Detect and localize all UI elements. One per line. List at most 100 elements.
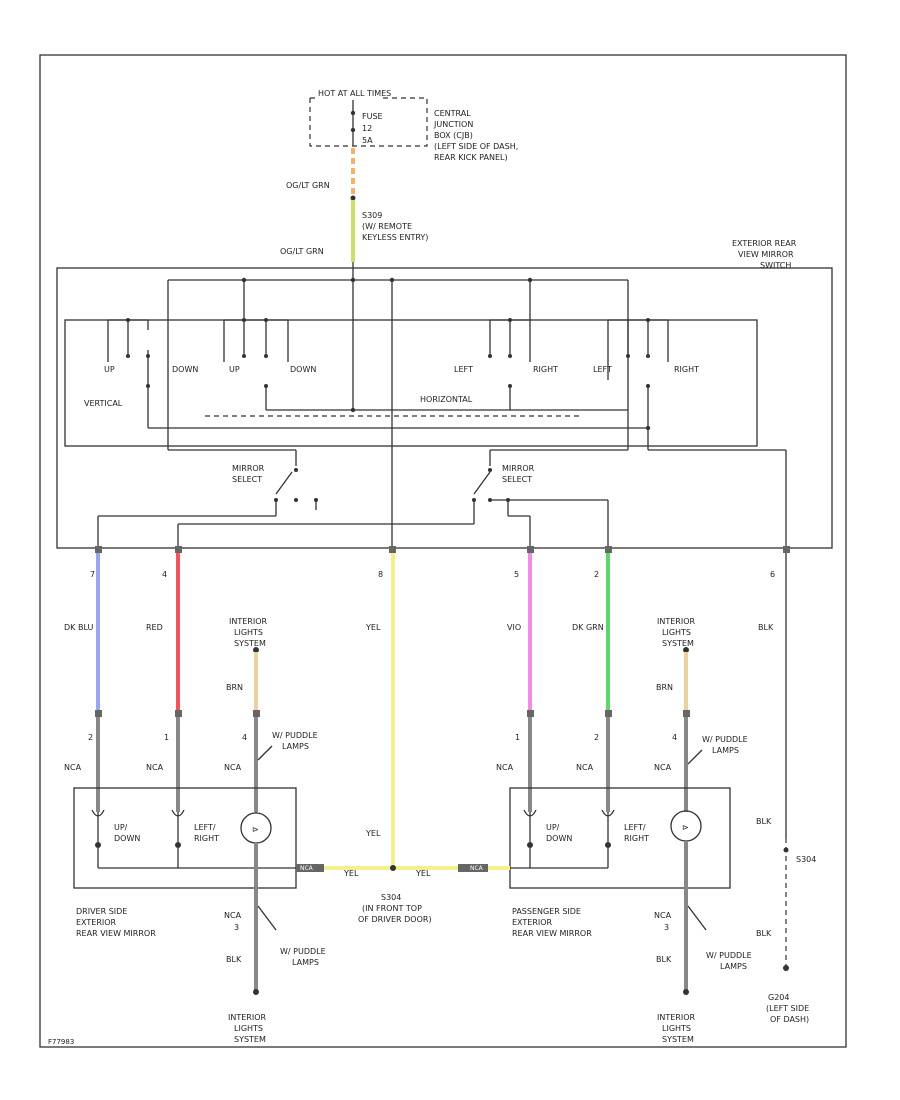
pin-small-right: 3 (664, 923, 669, 932)
ils-left-1: INTERIOR (229, 617, 268, 626)
wire-top-1: OG/LT GRN (286, 181, 330, 190)
ils-right-3: SYSTEM (662, 639, 694, 648)
pin-small-left: 3 (234, 923, 239, 932)
switch-connector: 7 4 8 5 2 6 (90, 546, 790, 579)
nca-6: NCA (654, 763, 672, 772)
mirror-switch: EXTERIOR REAR VIEW MIRROR SWITCH (56, 239, 833, 549)
pin-bottom-6: 4 (672, 733, 677, 742)
ils-left-2: LIGHTS (234, 628, 263, 637)
ils-bot-right-2: LIGHTS (662, 1024, 691, 1033)
nca-ref-left: NCA (300, 865, 314, 872)
wire-label-brn-right: BRN (656, 683, 673, 692)
cjb-line-1: CENTRAL (434, 109, 471, 118)
label-right-2: RIGHT (674, 365, 699, 374)
fuse-line-2: 12 (362, 124, 372, 133)
pin-top-4: 5 (514, 570, 519, 579)
switch-title-2: VIEW MIRROR (738, 250, 794, 259)
cjb-line-4: (LEFT SIDE OF DASH, (434, 142, 518, 151)
wire-label-brn-left: BRN (226, 683, 243, 692)
pass-mirror-1: PASSENGER SIDE (512, 907, 581, 916)
pass-left-right-1: LEFT/ (624, 823, 646, 832)
cjb-line-3: BOX (CJB) (434, 131, 473, 140)
wire-label-dk-grn: DK GRN (572, 623, 604, 632)
puddle-top-left-2: LAMPS (282, 742, 309, 751)
ground-loc-2: (LEFT SIDE (766, 1004, 809, 1013)
puddle-bot-right-2: LAMPS (720, 962, 747, 971)
nca-5: NCA (576, 763, 594, 772)
blk-left: BLK (226, 955, 242, 964)
splice-top-3: KEYLESS ENTRY) (362, 233, 428, 242)
pin-top-2: 4 (162, 570, 167, 579)
wire-label-red: RED (146, 623, 163, 632)
pass-left-right-2: RIGHT (624, 834, 649, 843)
wire-label-vio: VIO (507, 623, 521, 632)
driver-left-right-2: RIGHT (194, 834, 219, 843)
fuse-box: HOT AT ALL TIMES FUSE 12 5A CENTRAL JUNC… (309, 89, 518, 162)
nca-ref-right: NCA (470, 865, 484, 872)
ils-left-3: SYSTEM (234, 639, 266, 648)
fuse-line-1: FUSE (362, 112, 383, 121)
blk-ground-2: BLK (756, 929, 772, 938)
label-left-1: LEFT (454, 365, 473, 374)
pin-bottom-1: 2 (88, 733, 93, 742)
ils-bot-left-3: SYSTEM (234, 1035, 266, 1044)
pin-bottom-2: 1 (164, 733, 169, 742)
label-down-1: DOWN (172, 365, 198, 374)
nca-4: NCA (496, 763, 514, 772)
yel-label-left: YEL (343, 869, 359, 878)
splice-bottom-1: S304 (381, 893, 401, 902)
puddle-top-right-2: LAMPS (712, 746, 739, 755)
ils-bot-left-1: INTERIOR (228, 1013, 267, 1022)
label-down-2: DOWN (290, 365, 316, 374)
passenger-lamp-symbol: ⊳ (682, 823, 689, 832)
switch-title-1: EXTERIOR REAR (732, 239, 797, 248)
nca-3: NCA (224, 763, 242, 772)
diagram-frame (39, 54, 847, 1048)
passenger-mirror: UP/ DOWN LEFT/ RIGHT ⊳ (509, 787, 731, 889)
puddle-bot-left-1: W/ PUDDLE (280, 947, 326, 956)
driver-lamp-symbol: ⊳ (252, 825, 259, 834)
pass-up-down-2: DOWN (546, 834, 572, 843)
wire-label-yel: YEL (365, 623, 381, 632)
label-up-2: UP (229, 365, 240, 374)
driver-mirror-1: DRIVER SIDE (76, 907, 127, 916)
nca-2: NCA (146, 763, 164, 772)
label-right-1: RIGHT (533, 365, 558, 374)
mirror-select-left-2: SELECT (232, 475, 262, 484)
pass-mirror-3: REAR VIEW MIRROR (512, 929, 592, 938)
nca-1: NCA (64, 763, 82, 772)
yel-label-right: YEL (415, 869, 431, 878)
pin-bottom-3: 4 (242, 733, 247, 742)
figure-id: F77983 (48, 1038, 74, 1046)
ils-right-1: INTERIOR (657, 617, 696, 626)
driver-mirror: UP/ DOWN LEFT/ RIGHT ⊳ (73, 787, 297, 889)
splice-top-1: S309 (362, 211, 382, 220)
pin-top-5: 2 (594, 570, 599, 579)
cjb-line-5: REAR KICK PANEL) (434, 153, 508, 162)
cjb-line-2: JUNCTION (433, 120, 473, 129)
splice-top-2: (W/ REMOTE (362, 222, 412, 231)
pin-top-1: 7 (90, 570, 95, 579)
fuse-line-3: 5A (362, 136, 373, 145)
splice-bottom-2: (IN FRONT TOP (362, 904, 422, 913)
puddle-top-right-1: W/ PUDDLE (702, 735, 748, 744)
mirror-select-left-1: MIRROR (232, 464, 265, 473)
yel-label-center: YEL (365, 829, 381, 838)
pin-top-6: 6 (770, 570, 775, 579)
switch-title-3: SWITCH (760, 261, 791, 270)
label-horizontal: HORIZONTAL (420, 395, 473, 404)
blk-ground-1: BLK (756, 817, 772, 826)
ils-right-2: LIGHTS (662, 628, 691, 637)
label-vertical: VERTICAL (84, 399, 123, 408)
hot-label: HOT AT ALL TIMES (318, 89, 391, 98)
nca-lower-right: NCA (654, 911, 672, 920)
ils-bot-right-1: INTERIOR (657, 1013, 696, 1022)
ils-bot-left-2: LIGHTS (234, 1024, 263, 1033)
mirror-select-right-1: MIRROR (502, 464, 535, 473)
driver-mirror-3: REAR VIEW MIRROR (76, 929, 156, 938)
puddle-bot-left-2: LAMPS (292, 958, 319, 967)
pass-mirror-2: EXTERIOR (512, 918, 553, 927)
pin-top-3: 8 (378, 570, 383, 579)
mirror-select-right-2: SELECT (502, 475, 532, 484)
